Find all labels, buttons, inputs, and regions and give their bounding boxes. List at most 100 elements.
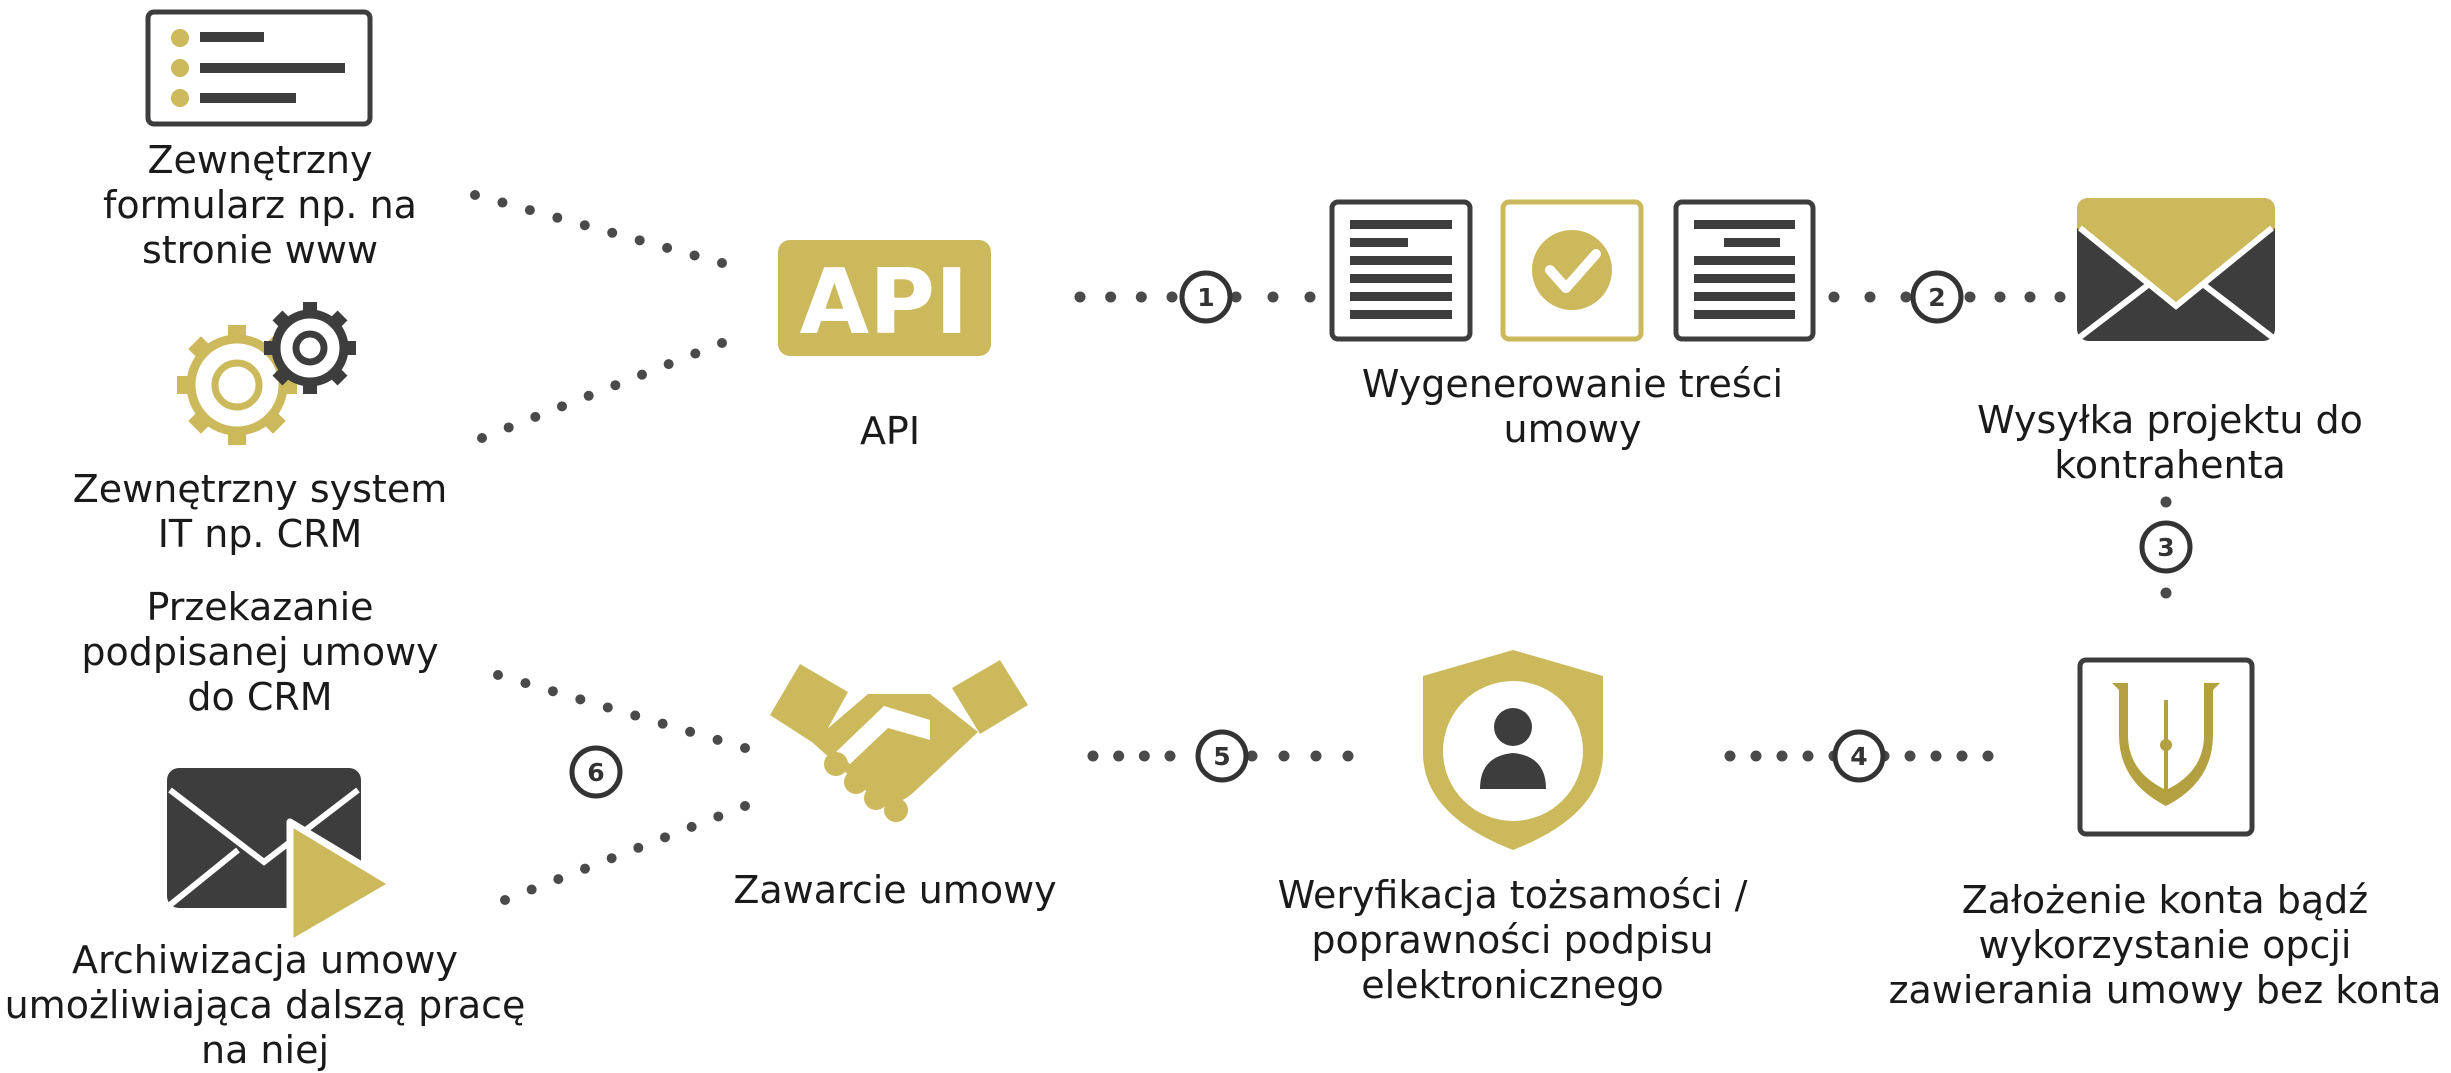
connector-dot [740, 801, 750, 811]
connector-dot [1164, 750, 1176, 762]
connector-dot [633, 842, 644, 853]
label-line: wykorzystanie opcji [1978, 923, 2352, 967]
step-badge-5: 5 [1195, 729, 1249, 783]
label-transfer: Przekazanie podpisanej umowy do CRM [30, 585, 490, 720]
label-line: IT np. CRM [157, 512, 363, 556]
gears-icon [177, 302, 356, 445]
step-badge-2: 2 [1910, 270, 1964, 324]
connector-dot [583, 390, 594, 401]
connector-dot [493, 670, 503, 680]
connector-dot [1230, 291, 1242, 303]
documents-check-icon [1329, 199, 1816, 342]
connector-dot [579, 220, 590, 231]
connector-dot [602, 702, 613, 713]
envelope-icon [2077, 198, 2275, 341]
connector-dot [690, 348, 701, 359]
connector-dot [637, 369, 647, 380]
label-line: do CRM [187, 675, 333, 719]
step-badge-circle [1910, 270, 1964, 324]
label-line: formularz np. na [103, 183, 417, 227]
api-badge-icon: API [778, 240, 991, 356]
label-line: kontrahenta [2054, 443, 2286, 487]
connector-dot [526, 884, 537, 895]
connector-dot [1802, 750, 1814, 762]
connector-dot [580, 863, 590, 874]
connector-dot [503, 422, 514, 433]
step-badge-number: 2 [1928, 283, 1945, 312]
step-badge-circle [2139, 520, 2193, 574]
label-line: Założenie konta bądź [1961, 878, 2369, 922]
step-badge-number: 1 [1197, 283, 1214, 312]
label-line: Wygenerowanie treści [1361, 362, 1784, 406]
label-form: Zewnętrzny formularz np. na stronie www [30, 138, 490, 273]
connector-dot [470, 190, 480, 200]
connector-dot [2160, 587, 2172, 599]
connector-dot [520, 678, 531, 689]
step-badge-number: 3 [2157, 533, 2174, 562]
step-badge-number: 4 [1850, 742, 1867, 771]
connector-dot [1342, 750, 1354, 762]
connector-dot [610, 380, 621, 391]
check-card-icon [1500, 199, 1644, 342]
label-line: Zawarcie umowy [733, 868, 1057, 912]
connector-dot [685, 726, 696, 737]
label-archive: Archiwizacja umowy umożliwiająca dalszą … [0, 938, 530, 1073]
connector-dot [1900, 291, 1912, 303]
connector-dot [717, 258, 727, 268]
connector-dot [1246, 750, 1258, 762]
connector-dot [497, 197, 508, 208]
step-badge-circle [1195, 729, 1249, 783]
document-right-icon [1673, 199, 1816, 342]
connector-dot [634, 235, 645, 246]
shield-user-icon [1423, 650, 1603, 850]
label-send: Wysyłka projektu do kontrahenta [1920, 398, 2420, 488]
connector-dot [657, 718, 668, 729]
form-list-icon [145, 9, 373, 127]
connector-dot [689, 250, 700, 261]
connector-dot [1105, 291, 1117, 303]
label-contract: Zawarcie umowy [700, 868, 1090, 913]
connector-dot [713, 811, 724, 822]
connector-dot [1304, 291, 1316, 303]
connector-dots [470, 190, 2172, 905]
connector-dot [530, 411, 541, 422]
connector-dot [1776, 750, 1788, 762]
envelope-send-icon [167, 768, 397, 948]
connector-dot [553, 874, 564, 885]
connector-dot [2160, 496, 2172, 508]
label-line: elektronicznego [1361, 963, 1664, 1007]
connector-dot [1930, 750, 1942, 762]
label-line: Weryfikacja tożsamości / [1277, 873, 1748, 917]
connector-dot [1956, 750, 1968, 762]
connector-dot [630, 710, 641, 721]
connector-dot [1087, 750, 1099, 762]
connector-dot [717, 338, 727, 348]
connector-dot [552, 212, 563, 223]
connector-dot [1982, 750, 1994, 762]
connector-dot [740, 743, 750, 753]
label-account: Założenie konta bądź wykorzystanie opcji… [1885, 878, 2445, 1013]
step-badge-1: 1 [1179, 270, 1233, 324]
step-badge-4: 4 [1832, 729, 1886, 783]
label-generate: Wygenerowanie treści umowy [1300, 362, 1845, 452]
connector-dot [500, 895, 510, 905]
connector-dot [1074, 291, 1086, 303]
step-badge-circle [1832, 729, 1886, 783]
connector-dot [662, 242, 673, 253]
connector-dot [686, 821, 697, 832]
connector-dot [1750, 750, 1762, 762]
step-badge-6: 6 [569, 745, 623, 799]
connector-dot [1904, 750, 1916, 762]
label-api: API [750, 409, 1030, 454]
connector-dot [1864, 291, 1876, 303]
signature-logo-icon [2077, 657, 2255, 837]
label-verify: Weryfikacja tożsamości / poprawności pod… [1240, 873, 1785, 1008]
label-line: umożliwiająca dalszą pracę [4, 983, 526, 1027]
connector-dot [547, 686, 558, 697]
connector-dot [1278, 750, 1290, 762]
step-badge-number: 6 [587, 758, 604, 787]
connector-dot [575, 694, 586, 705]
connector-dot [2024, 291, 2036, 303]
step-badge-number: 5 [1213, 742, 1230, 771]
